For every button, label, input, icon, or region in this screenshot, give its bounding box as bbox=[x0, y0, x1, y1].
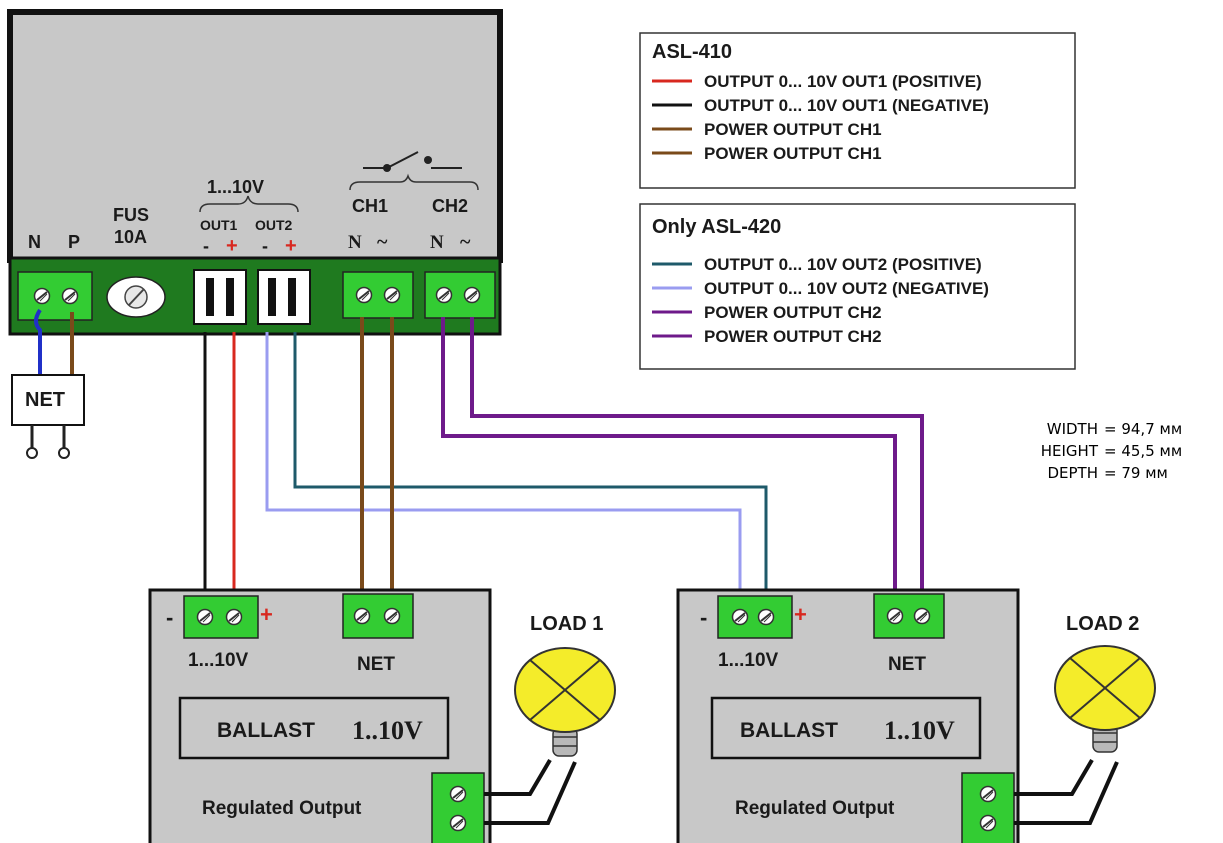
ballast-2: - + 1...10V NET BALLAST 1..10V Regulated… bbox=[676, 588, 1156, 843]
relay-switch-icon bbox=[349, 151, 479, 191]
ballast-1-minus: - bbox=[166, 605, 173, 630]
legend-asl420-title: Only ASL-420 bbox=[652, 216, 781, 238]
ballast-2-regulated-label: Regulated Output bbox=[735, 798, 895, 819]
dimension-label-1: HEIGHT bbox=[1041, 442, 1099, 460]
ballast-1-analog-label: 1...10V bbox=[188, 650, 249, 671]
label-fuse: FUS bbox=[113, 205, 149, 225]
analog-group-brace bbox=[199, 195, 299, 213]
ballast-2-net-terminal bbox=[873, 593, 945, 639]
legend-asl420-item-2: POWER OUTPUT CH2 bbox=[704, 303, 882, 322]
ballast-1-output-terminal bbox=[431, 772, 485, 843]
mains-terminal bbox=[17, 271, 93, 321]
label-ch2-n: N bbox=[430, 232, 444, 253]
ballast-1: - + 1...10V NET BALLAST 1..10V Regulated… bbox=[148, 588, 616, 843]
legend-asl410-item-0: OUTPUT 0... 10V OUT1 (POSITIVE) bbox=[704, 72, 982, 91]
ch1-terminal bbox=[342, 271, 414, 319]
legend-asl410-title: ASL-410 bbox=[652, 41, 732, 63]
ballast-2-plus: + bbox=[794, 602, 807, 627]
label-ch2: CH2 bbox=[432, 196, 468, 216]
net-plug-label: NET bbox=[25, 389, 65, 411]
ballast-1-rating: 1..10V bbox=[352, 716, 423, 745]
ballast-1-nameplate bbox=[178, 696, 450, 760]
dimension-value-2: = 79 мм bbox=[1104, 464, 1168, 482]
legend-asl410: ASL-410 OUTPUT 0... 10V OUT1 (POSITIVE) O… bbox=[639, 32, 1076, 189]
label-out1-minus: - bbox=[203, 236, 209, 256]
legend-asl420-item-1: OUTPUT 0... 10V OUT2 (NEGATIVE) bbox=[704, 279, 989, 298]
ballast-1-title: BALLAST bbox=[217, 719, 315, 742]
legend-asl410-item-2: POWER OUTPUT CH1 bbox=[704, 120, 882, 139]
wire-out2-negative bbox=[265, 332, 742, 594]
ballast-2-title: BALLAST bbox=[740, 719, 838, 742]
ballast-2-analog-terminal bbox=[717, 595, 793, 639]
dimension-value-1: = 45,5 мм bbox=[1104, 442, 1182, 460]
controller-unit: N P FUS 10A 1...10V OUT1 OUT2 - + - + CH… bbox=[7, 9, 503, 336]
legend-asl420: Only ASL-420 OUTPUT 0... 10V OUT2 (POSIT… bbox=[639, 203, 1076, 370]
ballast-1-net-label: NET bbox=[357, 654, 395, 675]
label-out2: OUT2 bbox=[255, 217, 293, 233]
ballast-1-analog-terminal bbox=[183, 595, 259, 639]
ballast-2-nameplate bbox=[710, 696, 982, 760]
label-n: N bbox=[28, 232, 41, 252]
wire-out2-positive bbox=[293, 332, 768, 594]
ballast-2-minus: - bbox=[700, 605, 707, 630]
wire-ch2-n bbox=[441, 317, 897, 596]
analog-terminal-out1 bbox=[193, 269, 247, 325]
wire-ch2-l bbox=[470, 317, 924, 596]
label-out2-plus: + bbox=[285, 235, 297, 257]
load-2-label: LOAD 2 bbox=[1066, 613, 1139, 635]
load-1-label: LOAD 1 bbox=[530, 613, 603, 635]
label-out2-minus: - bbox=[262, 236, 268, 256]
label-ch1: CH1 bbox=[352, 196, 388, 216]
label-out1-plus: + bbox=[226, 235, 238, 257]
dimension-label-2: DEPTH bbox=[1047, 464, 1098, 482]
label-ch1-n: N bbox=[348, 232, 362, 253]
legend-asl420-item-0: OUTPUT 0... 10V OUT2 (POSITIVE) bbox=[704, 255, 982, 274]
dimension-value-0: = 94,7 мм bbox=[1104, 420, 1182, 438]
wires bbox=[203, 317, 924, 596]
ballast-1-regulated-label: Regulated Output bbox=[202, 798, 362, 819]
ballast-2-net-label: NET bbox=[888, 654, 926, 675]
analog-terminal-out2 bbox=[257, 269, 311, 325]
controller-enclosure bbox=[7, 9, 503, 263]
lamp-1-icon bbox=[514, 647, 616, 757]
legend-asl410-item-1: OUTPUT 0... 10V OUT1 (NEGATIVE) bbox=[704, 96, 989, 115]
label-out1: OUT1 bbox=[200, 217, 238, 233]
ballast-1-net-terminal bbox=[342, 593, 414, 639]
ballast-2-analog-label: 1...10V bbox=[718, 650, 779, 671]
dimensions-block: WIDTH = 94,7 мм HEIGHT = 45,5 мм DEPTH = 79 м… bbox=[1041, 420, 1182, 482]
ch2-terminal bbox=[424, 271, 496, 319]
wire-neutral-blue bbox=[34, 308, 42, 375]
label-p: P bbox=[68, 232, 80, 252]
ballast-2-output-terminal bbox=[961, 772, 1015, 843]
label-fuse-rating: 10A bbox=[114, 227, 147, 247]
legend-asl420-item-3: POWER OUTPUT CH2 bbox=[704, 327, 882, 346]
legend-asl410-item-3: POWER OUTPUT CH1 bbox=[704, 144, 882, 163]
lamp-2-icon bbox=[1054, 645, 1156, 753]
dimension-label-0: WIDTH bbox=[1047, 420, 1098, 438]
label-analog-group: 1...10V bbox=[207, 177, 264, 197]
ballast-1-plus: + bbox=[260, 602, 273, 627]
fuse-holder bbox=[106, 276, 166, 318]
ballast-2-rating: 1..10V bbox=[884, 716, 955, 745]
label-ch1-tilde: ~ bbox=[377, 231, 388, 253]
net-plug: NET bbox=[11, 308, 85, 459]
label-ch2-tilde: ~ bbox=[460, 231, 471, 253]
